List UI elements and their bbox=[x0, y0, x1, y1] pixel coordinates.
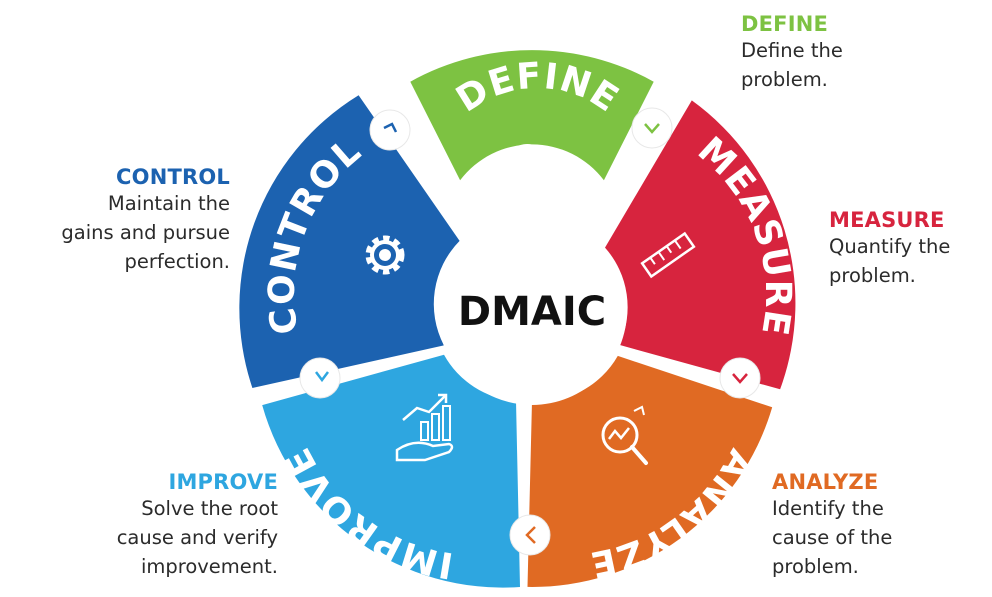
measure-text-line: Quantify the bbox=[829, 235, 951, 258]
measure-title: MEASURE bbox=[829, 208, 945, 232]
improve-text-line: Solve the root bbox=[141, 497, 278, 520]
analyze-text-line: cause of the bbox=[772, 526, 893, 549]
analyze-title: ANALYZE bbox=[772, 470, 879, 494]
connector-control-define bbox=[369, 109, 411, 151]
control-description: CONTROL Maintain the gains and pursue pe… bbox=[61, 165, 230, 276]
control-title: CONTROL bbox=[116, 165, 230, 189]
magnifier-chart-icon bbox=[601, 405, 648, 465]
define-description: DEFINE Define the problem. bbox=[741, 12, 843, 94]
measure-text-line: problem. bbox=[829, 264, 916, 287]
connector-measure-analyze bbox=[719, 357, 761, 399]
gear-icon bbox=[365, 235, 405, 275]
segment-define bbox=[410, 50, 654, 181]
control-text-line: gains and pursue bbox=[61, 221, 230, 244]
ruler-icon bbox=[640, 231, 696, 279]
segment-control bbox=[239, 95, 460, 388]
segment-measure bbox=[605, 100, 796, 390]
growth-hand-icon bbox=[395, 393, 454, 462]
center-circle bbox=[437, 215, 627, 405]
connector-define-measure bbox=[631, 107, 673, 149]
define-title: DEFINE bbox=[741, 12, 829, 36]
define-text-line: problem. bbox=[741, 68, 828, 91]
connector-analyze-improve bbox=[509, 514, 551, 556]
control-text-line: Maintain the bbox=[107, 192, 230, 215]
segment-analyze bbox=[527, 355, 773, 587]
improve-title: IMPROVE bbox=[168, 470, 278, 494]
analyze-description: ANALYZE Identify the cause of the proble… bbox=[772, 470, 892, 581]
analyze-text-line: Identify the bbox=[772, 497, 884, 520]
analyze-text-line: problem. bbox=[772, 555, 859, 578]
improve-description: IMPROVE Solve the root cause and verify … bbox=[117, 470, 278, 581]
connector-improve-control bbox=[299, 357, 341, 399]
improve-text-line: cause and verify bbox=[116, 526, 278, 549]
define-text-line: Define the bbox=[741, 39, 843, 62]
control-text-line: perfection. bbox=[124, 250, 230, 273]
improve-text-line: improvement. bbox=[140, 555, 278, 578]
question-mark-icon: ? bbox=[516, 136, 540, 185]
center-label: DMAIC bbox=[458, 289, 606, 335]
svg-text:?: ? bbox=[516, 136, 540, 185]
segment-improve bbox=[262, 354, 520, 588]
measure-description: MEASURE Quantify the problem. bbox=[829, 208, 950, 290]
